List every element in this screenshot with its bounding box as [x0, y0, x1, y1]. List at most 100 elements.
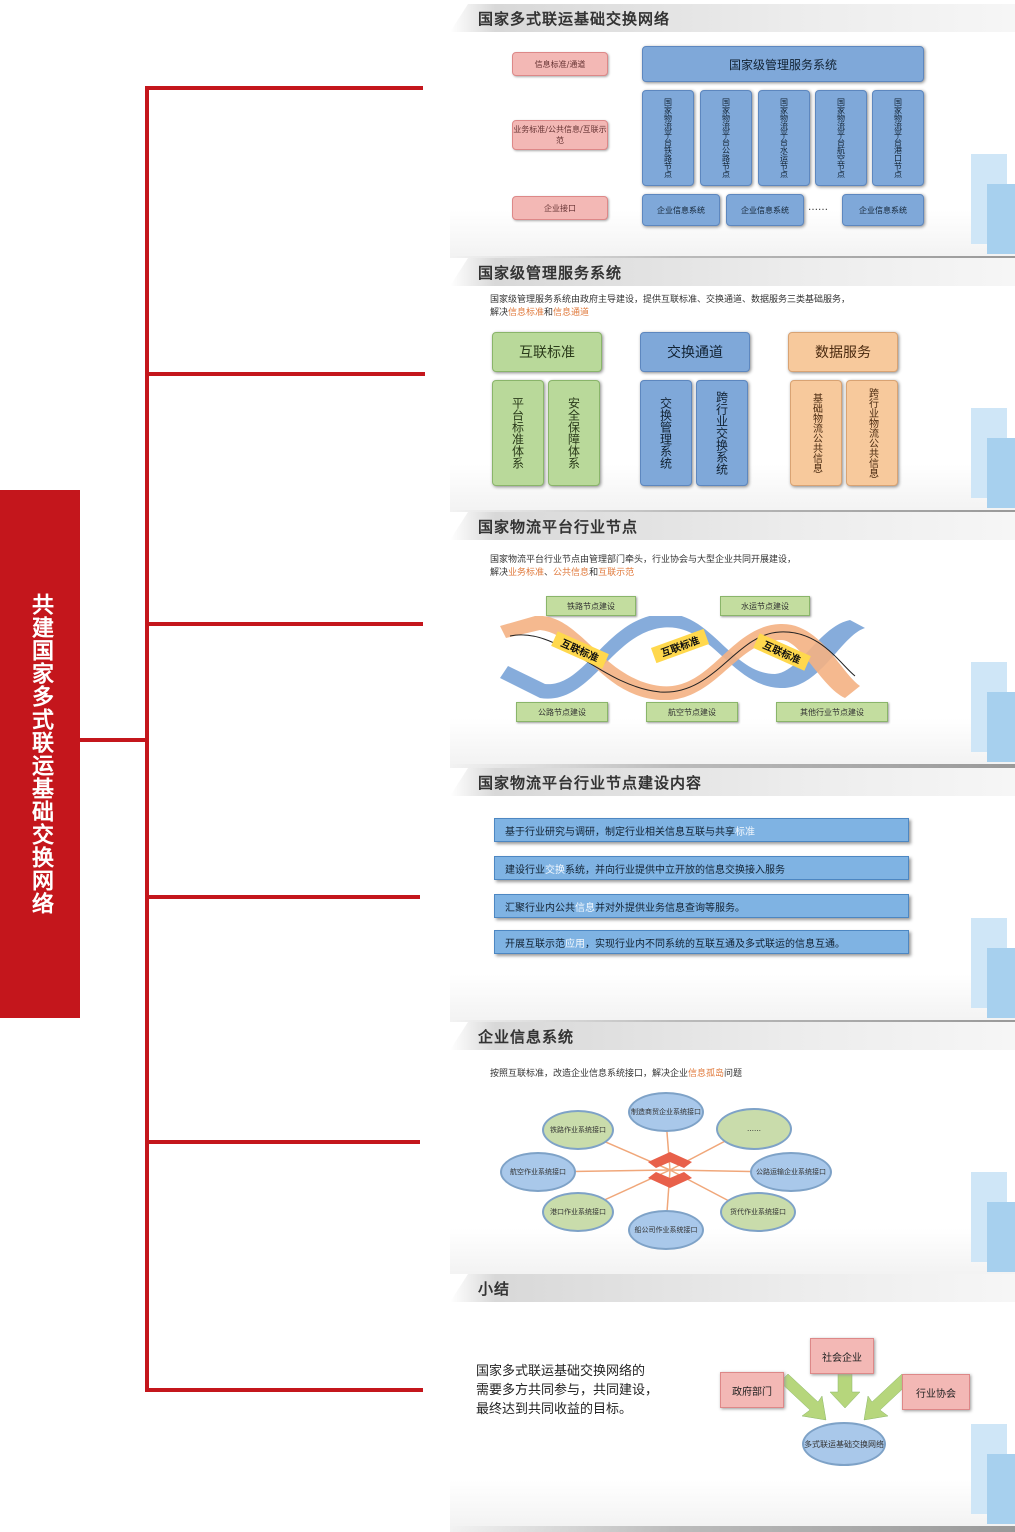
bar-highlight: 交换	[545, 864, 565, 876]
node-build-air: 航空节点建设	[646, 702, 738, 722]
group-head-interconnect-standard: 互联标准	[492, 332, 602, 372]
connector-branch-6	[145, 1388, 423, 1392]
connector-branch-2	[145, 372, 425, 376]
desc-highlight: 信息孤岛	[688, 1069, 725, 1079]
ribbon-diagram: 互联标准 互联标准 互联标准	[500, 616, 865, 700]
ellipse-forwarder: 货代作业系统接口	[720, 1192, 796, 1232]
node-build-water: 水运节点建设	[720, 596, 810, 616]
left-label-info-standard: 信息标准/通道	[512, 52, 608, 76]
panel-shadow	[450, 1526, 1015, 1532]
ribbon-orange	[500, 616, 860, 700]
panel-network: 国家多式联运基础交换网络 信息标准/通道 业务标准/公共信息/互联示范 企业接口…	[450, 4, 1015, 262]
panel-enterprise-system: 企业信息系统 按照互联标准，改造企业信息系统接口，解决企业信息孤岛问题 铁路作业…	[450, 1022, 1015, 1280]
desc-highlight: 业务标准	[508, 568, 545, 578]
node-port: 国家物流平台港口节点	[872, 90, 924, 186]
panel-description: 国家物流平台行业节点由管理部门牵头，行业协会与大型企业共同开展建设， 解决业务标…	[490, 554, 970, 580]
hub-connectors	[539, 1119, 779, 1227]
ribbon-blue	[500, 616, 865, 699]
national-management-system-box: 国家级管理服务系统	[642, 46, 924, 82]
panel-title: 国家物流平台行业节点	[478, 518, 639, 536]
group-head-exchange-channel: 交换通道	[640, 332, 750, 372]
desc-line: 解决业务标准、公共信息和互联示范	[490, 567, 970, 580]
node-water: 国家物流平台水运节点	[758, 90, 810, 186]
ellipse-port: 港口作业系统接口	[542, 1192, 614, 1232]
group-item: 交换管理系统	[640, 380, 692, 486]
enterprise-system-box: 企业信息系统	[842, 194, 924, 226]
bar-highlight: 应用	[565, 938, 585, 950]
node-railway: 国家物流平台铁路节点	[642, 90, 694, 186]
group-item: 跨行业物流公共信息	[846, 380, 898, 486]
panel-tab	[450, 768, 1015, 796]
bar-text: 汇聚行业内公共	[505, 902, 575, 914]
ribbon-label-bg	[551, 631, 609, 669]
bar-text: 开展互联示范	[505, 938, 565, 950]
group-item: 跨行业交换系统	[696, 380, 748, 486]
desc-text: 和	[544, 308, 554, 318]
ellipse-railway: 铁路作业系统接口	[542, 1110, 614, 1150]
panel-build-content: 国家物流平台行业节点建设内容 基于行业研究与调研，制定行业相关信息互联与共享标准…	[450, 768, 1015, 1026]
hub-logo	[648, 1152, 692, 1188]
node-build-road: 公路节点建设	[516, 702, 608, 722]
summary-arrows	[779, 1364, 911, 1421]
enterprise-system-box: 企业信息系统	[726, 194, 804, 226]
content-bar-3: 汇聚行业内公共信息并对外提供业务信息查询等服务。	[494, 894, 909, 918]
bar-text: 并对外提供业务信息查询等服务。	[595, 902, 745, 914]
box-industry-association: 行业协会	[902, 1374, 970, 1410]
desc-text: 解决	[490, 308, 509, 318]
panel-management-system: 国家级管理服务系统 国家级管理服务系统由政府主导建设，提供互联标准、交换通道、数…	[450, 258, 1015, 516]
connector-branch-4	[145, 895, 420, 899]
decoration	[987, 184, 1015, 254]
bar-highlight: 标准	[735, 826, 755, 838]
panel-tab	[450, 258, 1015, 286]
content-bar-4: 开展互联示范应用，实现行业内不同系统的互联互通及多式联运的信息互通。	[494, 930, 909, 954]
group-item: 平台标准体系	[492, 380, 544, 486]
arrow-right	[863, 1373, 911, 1421]
panel-tab	[450, 512, 1015, 540]
panel-title: 国家多式联运基础交换网络	[478, 10, 671, 28]
desc-highlight: 信息通道	[553, 308, 590, 318]
decoration	[987, 1454, 1015, 1524]
bar-text: ，实现行业内不同系统的互联互通及多式联运的信息互通。	[585, 938, 845, 950]
summary-text: 国家多式联运基础交换网络的 需要多方共同参与，共同建设， 最终达到共同收益的目标…	[476, 1362, 658, 1419]
panel-title: 小结	[478, 1280, 511, 1298]
panel-description: 国家级管理服务系统由政府主导建设，提供互联标准、交换通道、数据服务三类基础服务，…	[490, 294, 970, 320]
main-title-bar: 共建国家多式联运基础交换网络	[0, 490, 80, 1018]
desc-text: 按照互联标准，改造企业信息系统接口，解决企业	[490, 1069, 689, 1079]
desc-highlight: 公共信息	[553, 568, 590, 578]
desc-text: 和	[589, 568, 599, 578]
panel-industry-nodes: 国家物流平台行业节点 国家物流平台行业节点由管理部门牵头，行业协会与大型企业共同…	[450, 512, 1015, 770]
desc-line: 国家物流平台行业节点由管理部门牵头，行业协会与大型企业共同开展建设，	[490, 555, 797, 565]
panel-tab	[450, 1022, 1015, 1050]
ribbon-label-bg	[753, 633, 811, 671]
bar-highlight: 信息	[575, 902, 595, 914]
desc-text: 问题	[724, 1069, 743, 1079]
box-government: 政府部门	[720, 1372, 784, 1408]
connector-branch-1	[145, 86, 423, 90]
decoration	[987, 438, 1015, 508]
connector-trunk-stub	[80, 738, 148, 742]
decoration	[987, 1202, 1015, 1272]
left-label-business-standard: 业务标准/公共信息/互联示范	[512, 120, 608, 150]
enterprise-system-box: 企业信息系统	[642, 194, 720, 226]
content-bar-1: 基于行业研究与调研，制定行业相关信息互联与共享标准	[494, 818, 909, 842]
panel-shadow	[450, 764, 1015, 770]
ribbon-label-bg	[650, 628, 710, 664]
connector-trunk	[145, 86, 149, 1392]
bar-text: 基于行业研究与调研，制定行业相关信息互联与共享	[505, 826, 735, 838]
panel-tab	[450, 4, 1015, 32]
desc-highlight: 互联示范	[598, 568, 635, 578]
connector-branch-5	[145, 1140, 420, 1144]
desc-text: 解决	[490, 568, 509, 578]
desc-line: 解决信息标准和信息通道	[490, 307, 970, 320]
ellipse-manufacturing: 制造商贸企业系统接口	[628, 1092, 704, 1132]
ellipse-air: 航空作业系统接口	[500, 1152, 576, 1192]
ribbon-label: 互联标准	[659, 634, 701, 660]
summary-line: 最终达到共同收益的目标。	[476, 1402, 633, 1417]
decoration	[987, 948, 1015, 1018]
panel-title: 国家物流平台行业节点建设内容	[478, 774, 703, 792]
node-road: 国家物流平台公路节点	[700, 90, 752, 186]
panel-title: 企业信息系统	[478, 1028, 575, 1046]
ellipse-shipping: 船公司作业系统接口	[628, 1210, 704, 1250]
summary-line: 国家多式联运基础交换网络的	[476, 1364, 646, 1379]
desc-highlight: 信息标准	[508, 308, 545, 318]
